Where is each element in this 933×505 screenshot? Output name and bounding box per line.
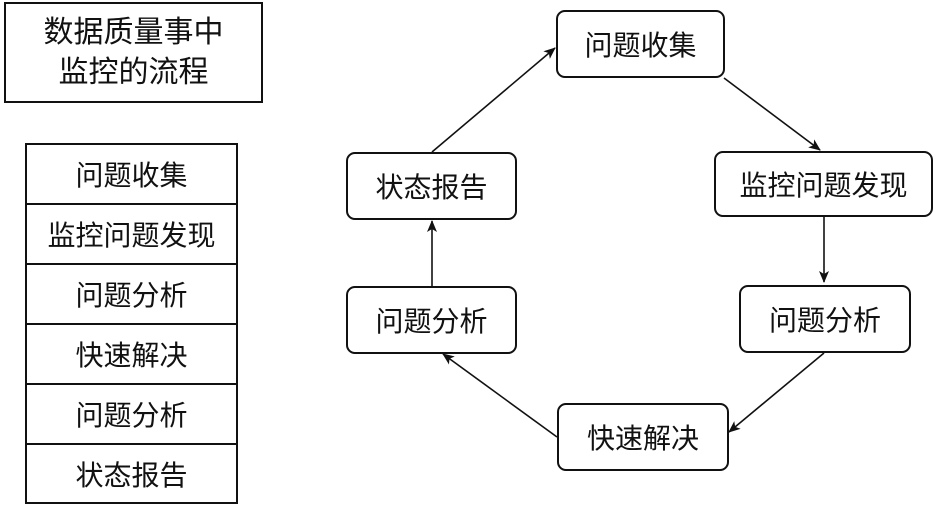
step-list-item: 状态报告 bbox=[75, 458, 188, 492]
step-list-item: 问题收集 bbox=[27, 145, 236, 205]
node-left-lower-analyze: 问题分析 bbox=[346, 286, 517, 354]
node-right-upper-discover: 监控问题发现 bbox=[714, 151, 933, 217]
title-line-2: 监控的流程 bbox=[58, 54, 209, 90]
step-list-item: 快速解决 bbox=[27, 325, 236, 385]
node-left-upper-report: 状态报告 bbox=[346, 152, 517, 220]
arrow-analyze-to-resolve bbox=[728, 352, 825, 433]
step-list-item: 监控问题发现 bbox=[27, 205, 236, 265]
node-top-collect: 问题收集 bbox=[556, 10, 725, 78]
arrow-collect-to-discover bbox=[723, 77, 821, 151]
step-list-item: 问题分析 bbox=[27, 265, 236, 325]
node-bottom-resolve: 快速解决 bbox=[557, 403, 729, 471]
title-line-1: 数据质量事中 bbox=[43, 14, 224, 50]
arrow-report-to-collect bbox=[431, 47, 556, 153]
node-right-lower-analyze: 问题分析 bbox=[739, 285, 911, 353]
arrow-resolve-to-analyze bbox=[442, 353, 558, 438]
step-list: 问题收集 监控问题发现 问题分析 快速解决 问题分析 状态报告 bbox=[25, 143, 238, 504]
title-box: 数据质量事中 监控的流程 bbox=[4, 2, 263, 103]
step-list-item: 问题分析 bbox=[27, 385, 236, 445]
